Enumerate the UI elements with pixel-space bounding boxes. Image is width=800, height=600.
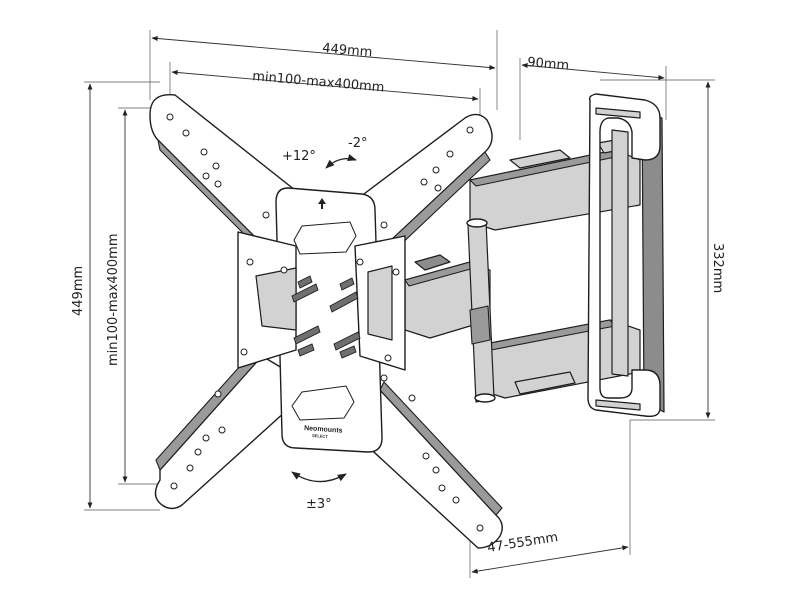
- tilt-down-label: -2°: [348, 136, 367, 151]
- wall-plate-depth-label: 90mm: [527, 55, 570, 74]
- vesa-mounting-plate: Neomounts SELECT: [149, 93, 503, 549]
- mounting-holes: [166, 113, 484, 532]
- brand-sub: SELECT: [312, 433, 329, 439]
- plate-height-label: 449mm: [71, 266, 86, 316]
- vesa-horizontal-label: min100-max400mm: [252, 69, 385, 95]
- tilt-up-label: +12°: [282, 149, 316, 164]
- rotation-label: ±3°: [306, 497, 332, 512]
- brand-name: Neomounts: [304, 425, 343, 435]
- wall-plate-height-label: 332mm: [710, 243, 725, 293]
- tilt-indicator: [325, 154, 357, 169]
- vesa-vertical-label: min100-max400mm: [106, 234, 121, 366]
- wall-plate: [587, 93, 665, 418]
- plate-width-label: 449mm: [322, 41, 373, 60]
- rotation-indicator: [291, 471, 347, 483]
